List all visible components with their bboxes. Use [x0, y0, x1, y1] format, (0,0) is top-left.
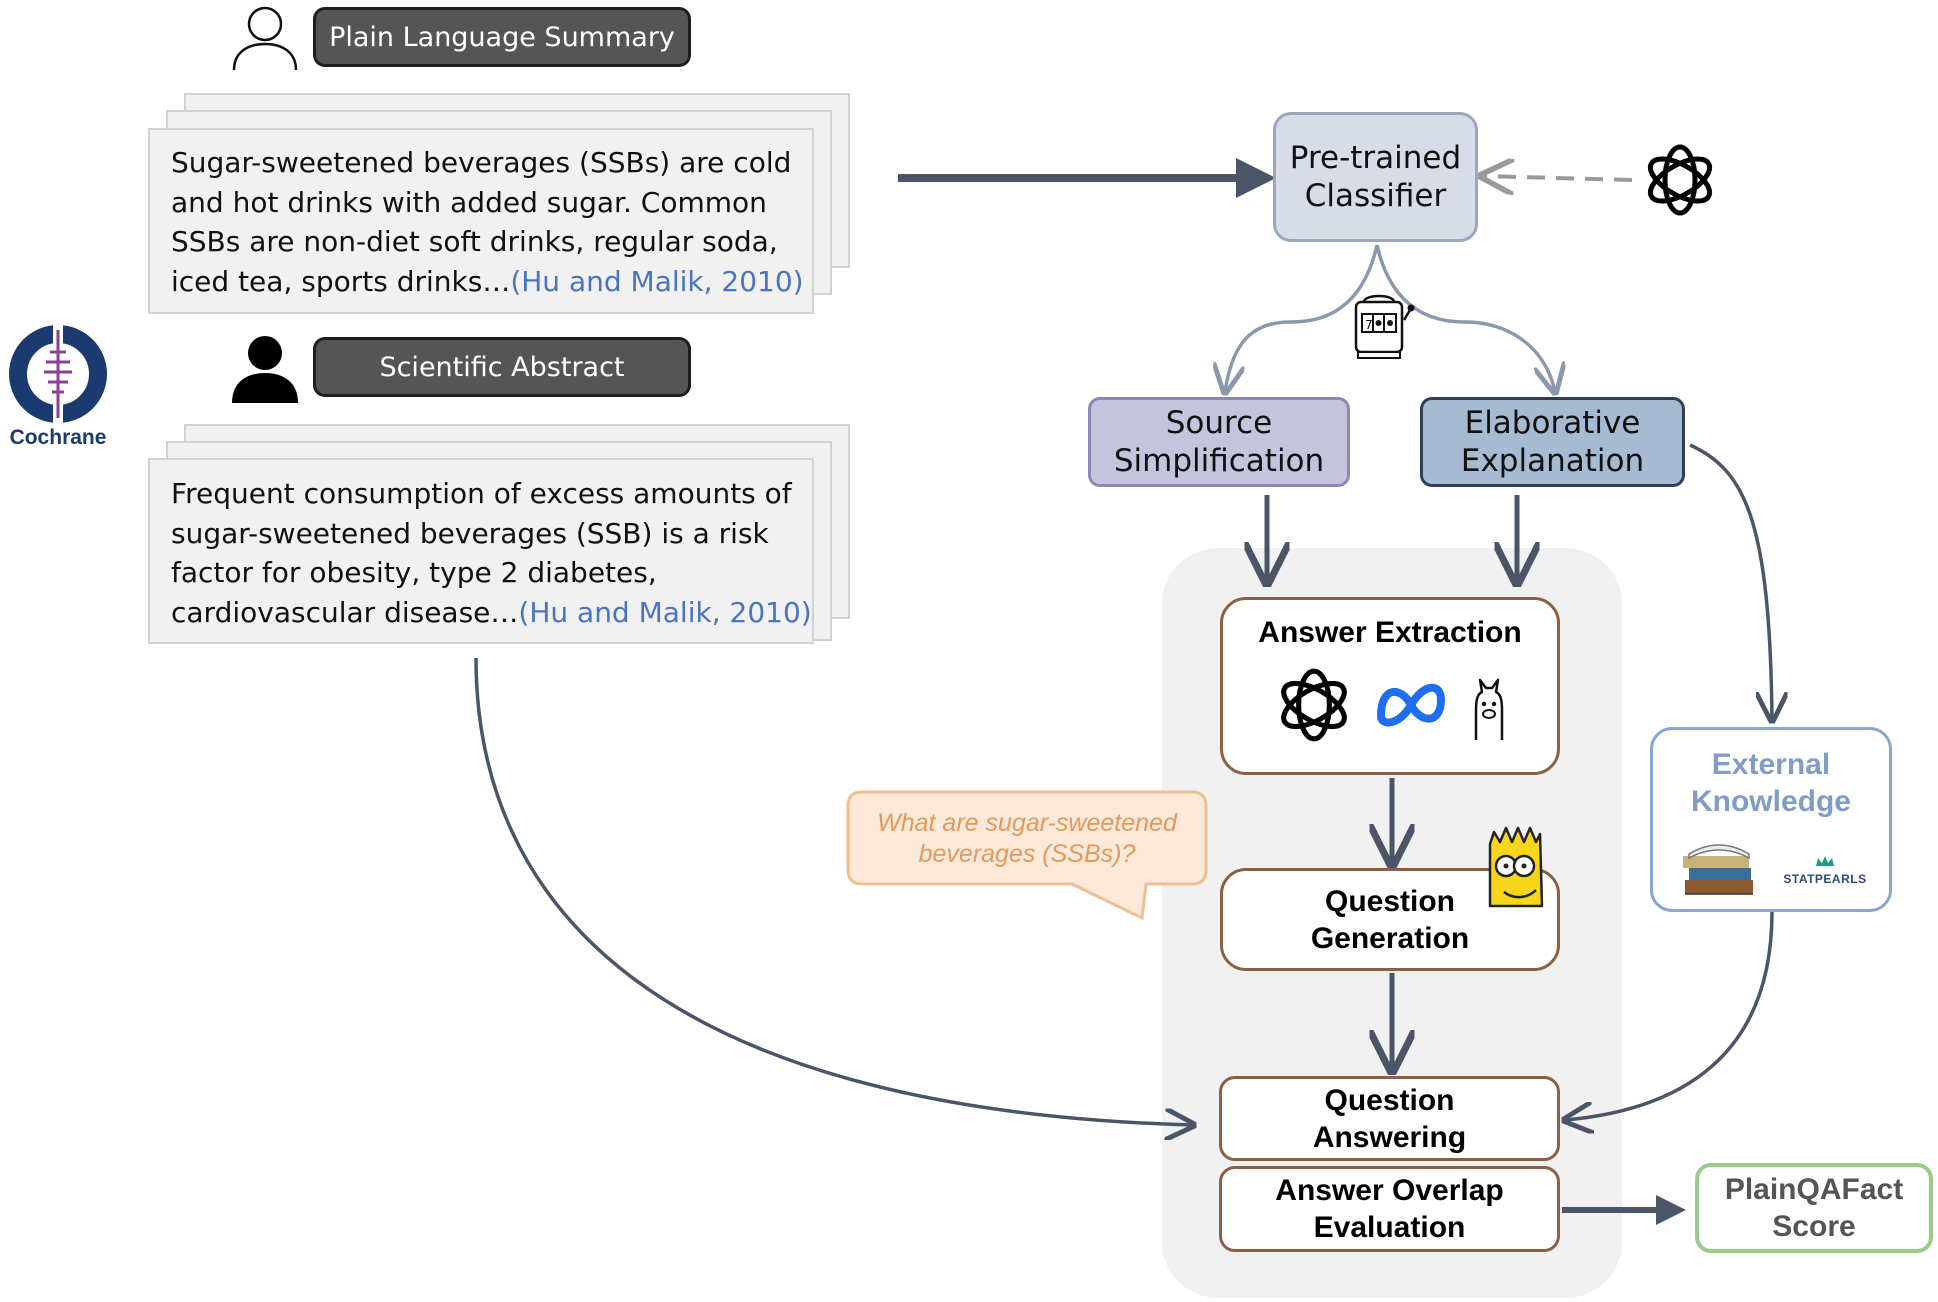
crown-icon	[1816, 856, 1834, 866]
books-icon	[1683, 844, 1753, 895]
user-filled-icon	[232, 336, 298, 403]
external-knowledge-box: External Knowledge STATPEARLS	[1650, 727, 1892, 912]
source-simplification-box: Source Simplification	[1088, 397, 1350, 487]
example-question-text: What are sugar-sweetened beverages (SSBs…	[877, 809, 1177, 868]
scientific-abstract-document	[148, 458, 814, 644]
pretrained-classifier-box: Pre-trained Classifier	[1273, 112, 1478, 242]
abstract-citation: (Hu and Malik, 2010)	[518, 595, 812, 629]
user-outline-icon	[232, 6, 298, 71]
external-knowledge-title: External Knowledge	[1690, 748, 1851, 818]
openai-logo-icon	[1281, 668, 1347, 742]
openai-to-classifier-arrow	[1482, 176, 1633, 180]
statpearls-logo: STATPEARLS	[1777, 854, 1873, 886]
answer-extraction-box: Answer Extraction	[1220, 597, 1560, 775]
openai-logo-icon	[1647, 144, 1713, 216]
plain-language-summary-text: Sugar-sweetened beverages (SSBs) are col…	[171, 146, 804, 298]
cochrane-logo-text: Cochrane	[9, 426, 107, 449]
scientific-abstract-text: Frequent consumption of excess amounts o…	[171, 477, 812, 629]
bart-simpson-icon	[1488, 826, 1544, 908]
meta-logo-icon	[1377, 683, 1445, 727]
slot-machine-icon: 7	[1354, 294, 1415, 359]
llama-icon	[1474, 678, 1504, 740]
elaborative-to-external-arrow	[1689, 443, 1772, 720]
elaborative-explanation-box: Elaborative Explanation	[1420, 397, 1685, 487]
plain-language-summary-document	[148, 128, 814, 314]
plainqafact-score-box: PlainQAFact Score	[1695, 1163, 1933, 1253]
answer-extraction-title: Answer Extraction	[1258, 616, 1522, 649]
abstract-to-answering-arrow	[474, 657, 1193, 1125]
example-question-bubble	[846, 790, 1208, 921]
cochrane-logo	[9, 324, 107, 424]
svg-text:7: 7	[1365, 318, 1373, 332]
summary-citation: (Hu and Malik, 2010)	[510, 264, 804, 298]
scientific-abstract-tag: Scientific Abstract	[313, 337, 691, 397]
question-answering-box: Question Answering	[1219, 1076, 1560, 1161]
external-to-answering-arrow	[1565, 911, 1774, 1120]
classifier-to-elaborative-arrow	[1375, 244, 1555, 392]
answer-overlap-evaluation-box: Answer Overlap Evaluation	[1219, 1166, 1560, 1252]
plain-language-summary-tag: Plain Language Summary	[313, 7, 691, 67]
classifier-to-source-arrow	[1225, 244, 1379, 392]
